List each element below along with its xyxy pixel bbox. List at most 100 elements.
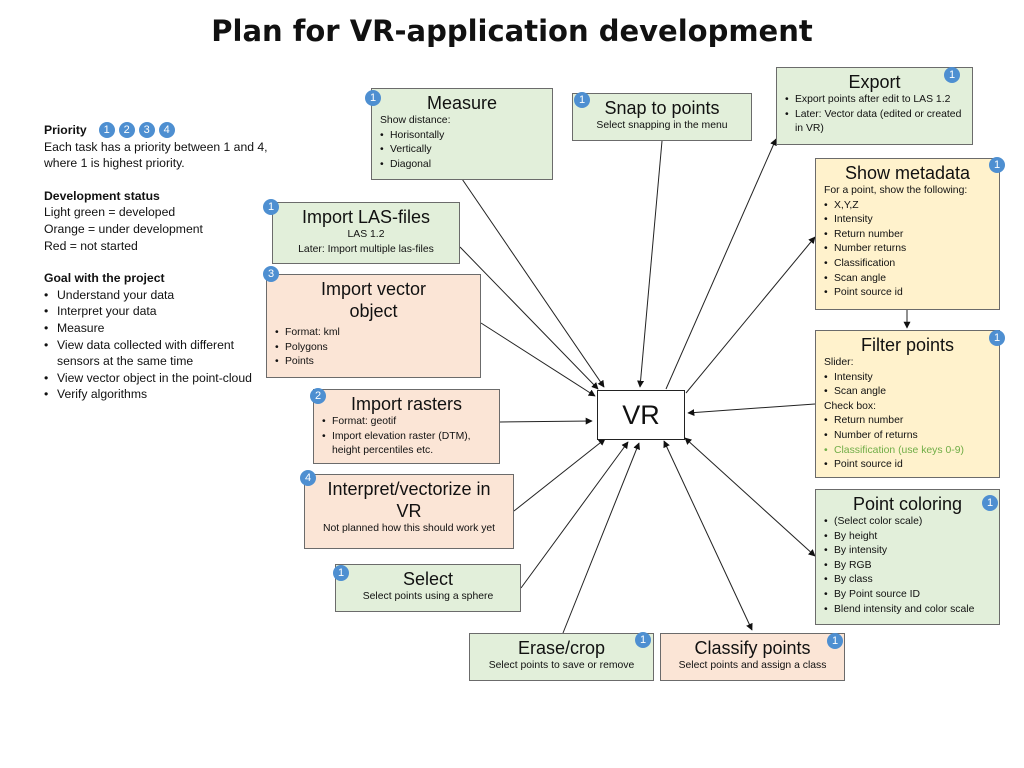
arrow-measure: [459, 175, 605, 388]
list-item: Return number: [824, 228, 991, 243]
node-title: Point coloring: [852, 494, 963, 514]
list-item: Format: kml: [275, 326, 472, 341]
node-import-las-files: Import LAS-files LAS 1.2 Later: Import m…: [272, 202, 460, 264]
goal-list: Understand your data Interpret your data…: [44, 287, 274, 403]
priority-badge: 1: [333, 565, 349, 581]
node-show-metadata: Show metadata For a point, show the foll…: [815, 158, 1000, 310]
vr-center-node: VR: [597, 390, 685, 440]
node-title: Snap to points: [604, 98, 720, 118]
node-interpret-vectorize: Interpret/vectorize in VR Not planned ho…: [304, 474, 514, 549]
priority-badge: 1: [989, 157, 1005, 173]
node-list: X,Y,Z Intensity Return number Number ret…: [824, 199, 991, 301]
list-item: (Select color scale): [824, 515, 991, 530]
node-title: Classify points: [694, 638, 811, 658]
priority-label: Priority: [44, 123, 87, 137]
goal-item: Verify algorithms: [44, 386, 274, 403]
node-export: Export Export points after edit to LAS 1…: [776, 67, 973, 145]
list-item: By class: [824, 573, 991, 588]
arrow-import-rasters: [499, 417, 593, 425]
list-item: Scan angle: [824, 385, 991, 400]
priority-badge: 4: [300, 470, 316, 486]
node-import-rasters: Import rasters Format: geotif Import ele…: [313, 389, 500, 464]
node-text: Select points to save or remove: [488, 660, 635, 671]
arrow-metadata: [685, 236, 816, 394]
priority-badge-3: 3: [138, 122, 155, 139]
node-text: Later: Import multiple las-files: [298, 243, 434, 255]
list-item: By intensity: [824, 544, 991, 559]
node-list: Intensity Scan angle: [824, 371, 991, 400]
priority-badge: 2: [310, 388, 326, 404]
node-title: Show metadata: [844, 163, 971, 183]
arrow-export: [665, 138, 777, 390]
list-item: Import elevation raster (DTM), height pe…: [322, 430, 491, 459]
node-subtitle: For a point, show the following:: [824, 185, 968, 196]
node-text: Select snapping in the menu: [596, 120, 728, 131]
list-item: Later: Vector data (edited or created in…: [785, 108, 964, 137]
status-heading: Development status: [44, 188, 160, 203]
list-item: Format: geotif: [322, 415, 491, 430]
list-item: Point source id: [824, 286, 991, 301]
list-item: Export points after edit to LAS 1.2: [785, 93, 964, 108]
priority-badge-1: 1: [98, 122, 115, 139]
node-title: Import vector object: [320, 279, 427, 321]
arrow-classify: [663, 440, 753, 631]
goal-item: Understand your data: [44, 287, 274, 304]
list-item: Polygons: [275, 341, 472, 356]
list-item: Points: [275, 355, 472, 370]
list-item: Number of returns: [824, 429, 991, 444]
checkbox-label: Check box:: [824, 400, 876, 412]
node-list: Format: geotif Import elevation raster (…: [322, 415, 491, 459]
slider-label: Slider:: [824, 357, 854, 368]
priority-badge: 1: [574, 92, 590, 108]
list-item: By height: [824, 530, 991, 545]
priority-badge: 1: [982, 495, 998, 511]
list-item: Blend intensity and color scale: [824, 603, 991, 618]
node-title: Import LAS-files: [301, 207, 431, 227]
node-title: Erase/crop: [517, 638, 606, 658]
node-title: Measure: [426, 93, 498, 113]
arrow-select: [520, 441, 629, 589]
arrow-interpret: [513, 438, 606, 512]
list-item: Intensity: [824, 213, 991, 228]
node-text: Select points using a sphere: [362, 591, 494, 602]
priority-row: Priority 1 2 3 4: [44, 122, 274, 139]
list-item: X,Y,Z: [824, 199, 991, 214]
node-title: Interpret/vectorize in VR: [327, 479, 491, 521]
priority-badge: 1: [944, 67, 960, 83]
node-select: Select Select points using a sphere: [335, 564, 521, 612]
status-line: Orange = under development: [44, 221, 203, 236]
arrow-import-vector: [480, 322, 596, 397]
node-list: Horisontally Vertically Diagonal: [380, 129, 544, 173]
goal-item: View data collected with different senso…: [44, 337, 274, 370]
list-item: Vertically: [380, 143, 544, 158]
list-item: Intensity: [824, 371, 991, 386]
node-text: LAS 1.2: [347, 229, 385, 240]
list-item: Classification: [824, 257, 991, 272]
priority-badge: 1: [263, 199, 279, 215]
priority-badge: 1: [989, 330, 1005, 346]
node-subtitle: Show distance:: [380, 115, 451, 126]
node-list: Export points after edit to LAS 1.2 Late…: [785, 93, 964, 137]
priority-badge: 1: [635, 632, 651, 648]
goal-item: Interpret your data: [44, 303, 274, 320]
priority-badge-4: 4: [158, 122, 175, 139]
list-item: By Point source ID: [824, 588, 991, 603]
node-list: Return number Number of returns Classifi…: [824, 414, 991, 472]
arrow-filter: [687, 403, 816, 417]
goal-item: Measure: [44, 320, 274, 337]
node-list: (Select color scale) By height By intens…: [824, 515, 991, 617]
page-title: Plan for VR-application development: [211, 14, 813, 48]
list-item: Horisontally: [380, 129, 544, 144]
arrow-coloring: [684, 437, 816, 557]
node-point-coloring: Point coloring (Select color scale) By h…: [815, 489, 1000, 625]
priority-text: Each task has a priority between 1 and 4…: [44, 139, 268, 171]
legend: Priority 1 2 3 4 Each task has a priorit…: [44, 122, 274, 403]
node-filter-points: Filter points Slider: Intensity Scan ang…: [815, 330, 1000, 478]
status-line: Light green = developed: [44, 205, 176, 220]
arrow-erase: [562, 442, 640, 634]
list-item: Diagonal: [380, 158, 544, 173]
node-measure: Measure Show distance: Horisontally Vert…: [371, 88, 553, 180]
status-line: Red = not started: [44, 238, 138, 253]
node-import-vector-object: Import vector object Format: kml Polygon…: [266, 274, 481, 378]
list-item: By RGB: [824, 559, 991, 574]
